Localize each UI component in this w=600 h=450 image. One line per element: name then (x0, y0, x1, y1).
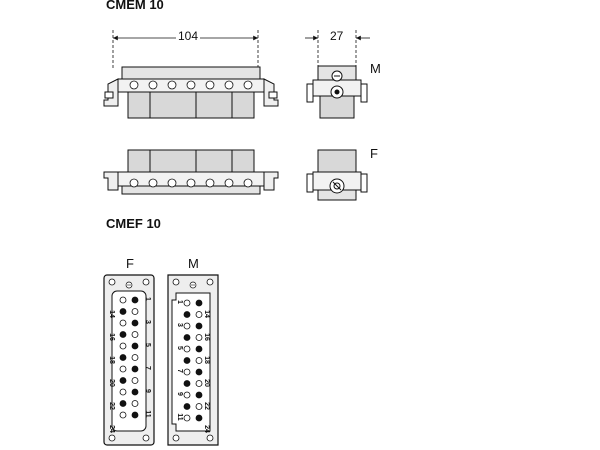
male-pin-number-left-1: 3 (176, 323, 183, 327)
pin-contact (119, 400, 127, 407)
label-female-face: F (126, 256, 134, 271)
dimension-depth-label: 27 (330, 29, 344, 43)
pin-contact (119, 296, 127, 304)
pin-contact (119, 342, 127, 350)
pin-contact (131, 365, 139, 373)
pin-contact (119, 308, 127, 315)
female-pin-number-right-1: 3 (144, 320, 151, 324)
pin-contact (183, 368, 191, 376)
pin-contact (183, 345, 191, 353)
female-pin-number-left-3: 20 (108, 379, 115, 387)
pin-contact (195, 357, 203, 364)
male-pin-number-right-1: 16 (203, 333, 210, 341)
female-pin-number-right-4: 9 (144, 389, 151, 393)
male-pin-number-left-2: 5 (176, 346, 183, 350)
pin-contact (183, 403, 191, 410)
pin-contact (183, 380, 191, 387)
end-view-female (306, 149, 368, 201)
pin-contact (195, 311, 203, 318)
pin-contact (131, 400, 139, 407)
pin-contact (183, 391, 191, 399)
pin-contact (183, 334, 191, 341)
end-view-male (306, 65, 368, 119)
pin-contact (195, 368, 203, 376)
dimension-width (112, 30, 259, 70)
side-view-female (103, 149, 279, 195)
pin-contact (183, 357, 191, 364)
pin-contact (183, 299, 191, 307)
pin-contact (119, 365, 127, 373)
pin-contact (195, 391, 203, 399)
pin-contact (119, 319, 127, 327)
pin-contact (119, 377, 127, 384)
pin-contact (195, 414, 203, 422)
dimension-depth (305, 30, 370, 66)
male-pin-number-left-5: 11 (176, 413, 183, 421)
pin-contact (131, 319, 139, 327)
pin-contact (131, 377, 139, 384)
male-pin-number-left-4: 9 (176, 392, 183, 396)
male-pin-number-right-5: 24 (203, 425, 210, 433)
pin-contact (131, 388, 139, 396)
female-pin-number-left-4: 22 (108, 402, 115, 410)
female-pin-number-right-2: 5 (144, 343, 151, 347)
pin-contact (195, 334, 203, 341)
female-pin-number-right-5: 11 (144, 410, 151, 418)
title-cmef: CMEF 10 (106, 216, 161, 231)
pin-contact (195, 380, 203, 387)
pin-contact (119, 411, 127, 419)
pin-contact (131, 331, 139, 338)
label-female-side: F (370, 146, 378, 161)
pin-contact (131, 411, 139, 419)
female-pin-number-left-5: 24 (108, 425, 115, 433)
label-male-face: M (188, 256, 199, 271)
female-pin-number-left-1: 16 (108, 333, 115, 341)
pin-contact (195, 403, 203, 410)
side-view-male (103, 66, 279, 119)
male-pin-number-right-4: 22 (203, 402, 210, 410)
female-pin-number-left-0: 14 (108, 310, 115, 318)
dimension-width-label: 104 (178, 29, 199, 43)
face-female: 1 3 5 7 9 11 14 16 18 20 22 24 (103, 274, 155, 446)
pin-contact (119, 331, 127, 338)
title-cmem: CMEM 10 (106, 0, 164, 12)
pin-contact (195, 345, 203, 353)
pin-contact (119, 354, 127, 361)
pin-contact (195, 299, 203, 307)
face-male: 1 3 5 7 9 11 14 16 18 20 22 24 (167, 274, 219, 446)
pin-contact (131, 308, 139, 315)
female-pin-number-right-3: 7 (144, 366, 151, 370)
pin-contact (131, 354, 139, 361)
pin-contact (119, 388, 127, 396)
pin-contact (183, 414, 191, 422)
female-pin-number-left-2: 18 (108, 356, 115, 364)
female-pin-number-right-0: 1 (144, 297, 151, 301)
pin-contact (195, 322, 203, 330)
label-male-side: M (370, 61, 381, 76)
pin-contact (183, 311, 191, 318)
pin-contact (131, 342, 139, 350)
male-pin-number-left-0: 1 (176, 300, 183, 304)
male-pin-number-right-2: 18 (203, 356, 210, 364)
male-pin-number-right-0: 14 (203, 310, 210, 318)
pin-contact (183, 322, 191, 330)
pin-contact (131, 296, 139, 304)
male-pin-number-right-3: 20 (203, 379, 210, 387)
male-pin-number-left-3: 7 (176, 369, 183, 373)
